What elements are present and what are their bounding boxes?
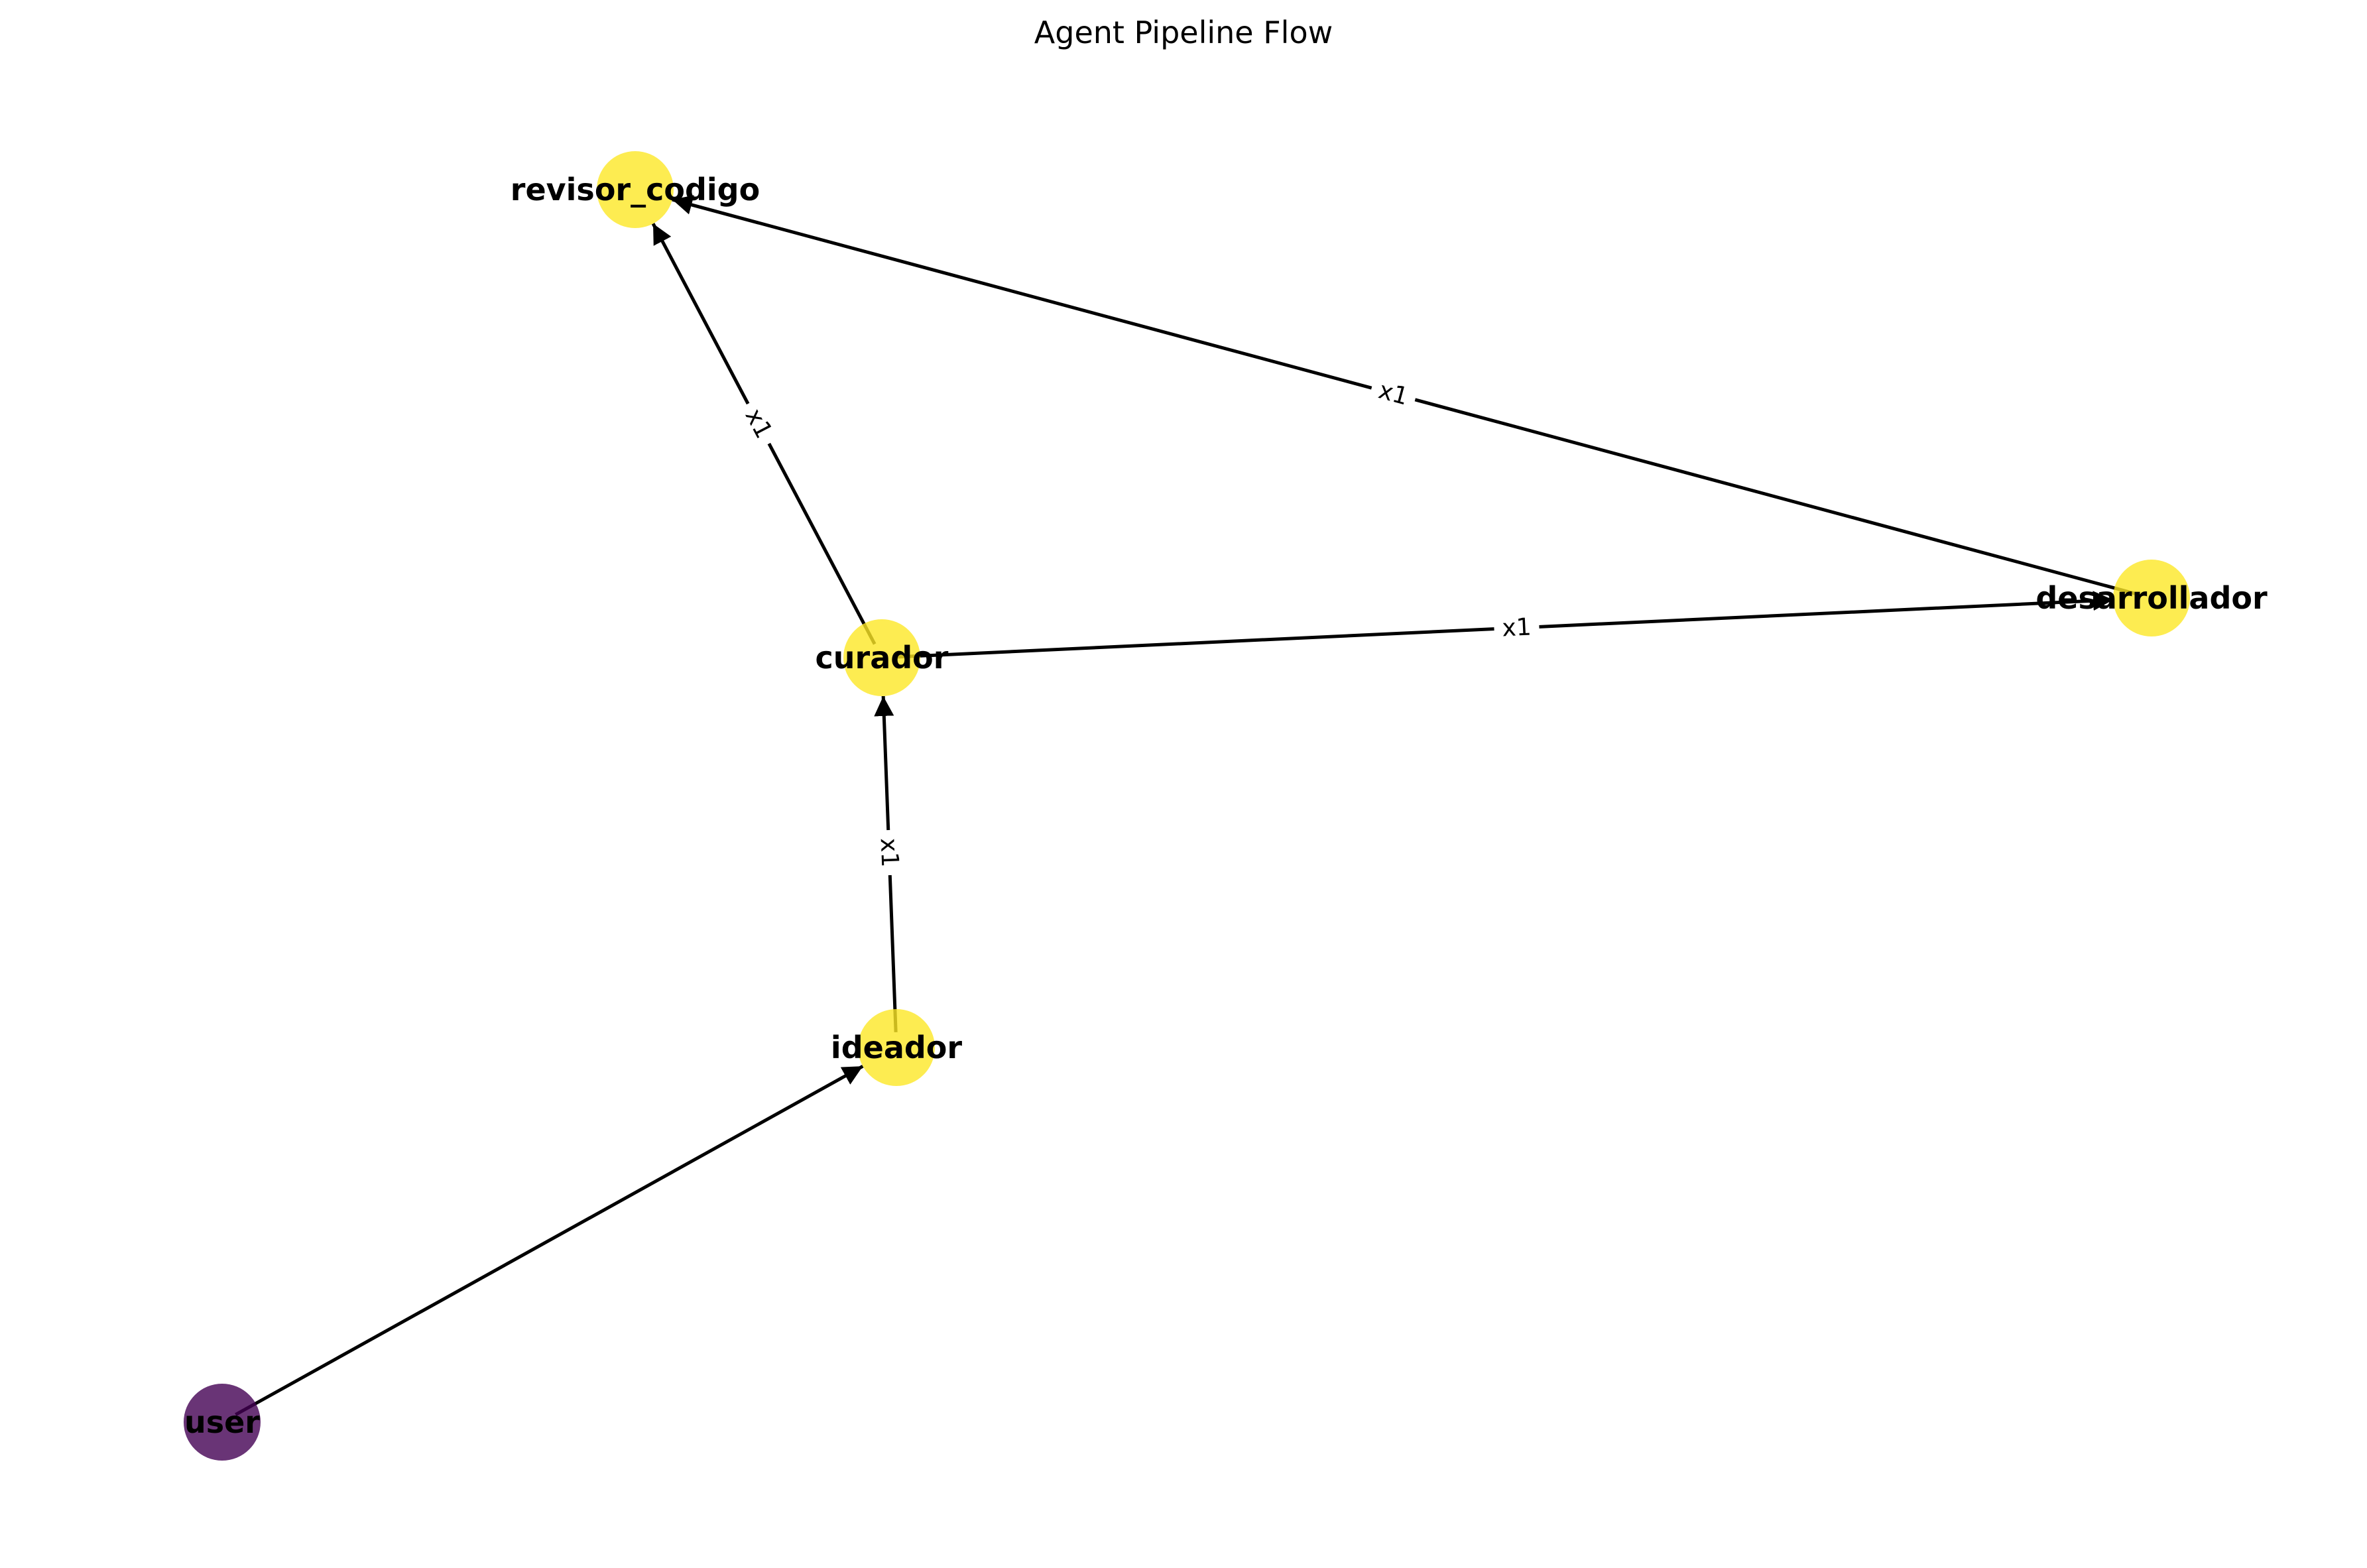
diagram-title: Agent Pipeline Flow [1034, 15, 1333, 50]
edge-label-background [1493, 611, 1540, 645]
nodes-layer [184, 151, 2190, 1461]
edge-label-group: x1 [872, 829, 906, 876]
node-desarrollador [2113, 560, 2190, 636]
node-label-revisor_codigo: revisor_codigo [511, 172, 760, 208]
edge-label: x1 [875, 837, 904, 868]
edge-label-group: x1 [1493, 611, 1540, 645]
node-user [184, 1384, 261, 1461]
edge-label-group: x1 [1367, 372, 1420, 416]
node-label-ideador: ideador [831, 1030, 962, 1065]
edge-label-group: x1 [733, 396, 784, 452]
node-revisor_codigo [597, 151, 674, 228]
edge-label-background [733, 396, 784, 452]
node-label-desarrollador: desarrollador [2035, 580, 2268, 616]
edge-label-background [1367, 372, 1420, 416]
node-labels-layer: user ideador curador revisor_codigo desarrol… [184, 172, 2268, 1440]
edge-user-to-ideador [235, 1064, 864, 1416]
node-label-curador: curador [816, 640, 949, 676]
node-curador [843, 619, 920, 696]
edge-label-background [872, 829, 906, 876]
edges-layer: x1 x1 x1 x1 [235, 195, 2138, 1416]
node-label-user: user [184, 1404, 260, 1440]
node-ideador [858, 1009, 935, 1086]
edge-label: x1 [1501, 613, 1532, 642]
